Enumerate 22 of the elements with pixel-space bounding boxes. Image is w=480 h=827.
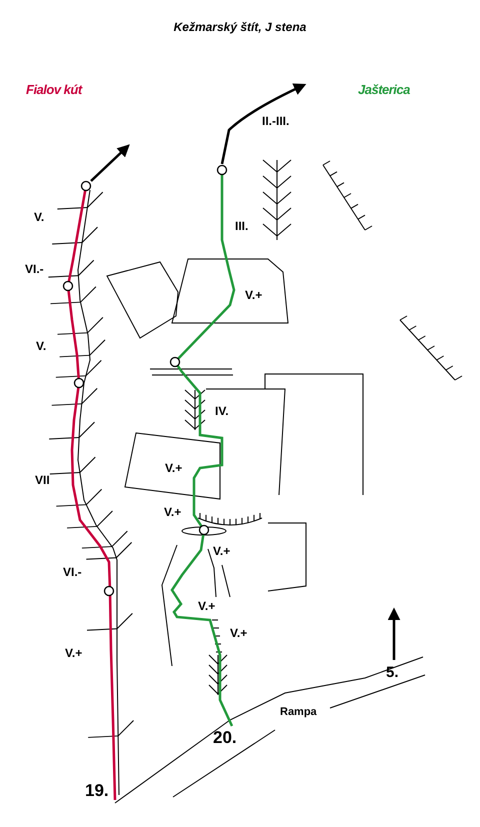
grade-label: V. xyxy=(36,339,46,353)
grade-label: V.+ xyxy=(245,288,262,302)
route-name: Jašterica xyxy=(358,82,410,97)
grade-label: 5. xyxy=(386,664,399,681)
grade-label: V.+ xyxy=(198,599,216,613)
grade-label: II.-III. xyxy=(262,114,290,128)
grade-label: III. xyxy=(235,219,248,233)
grade-label: V.+ xyxy=(164,505,182,519)
grade-label: V.+ xyxy=(65,646,82,660)
grade-label: V.+ xyxy=(213,544,230,558)
grade-label: V.+ xyxy=(165,461,182,475)
grade-label: IV. xyxy=(215,404,229,418)
title: Kežmarský štít, J stena xyxy=(172,20,308,34)
grade-label: V.+ xyxy=(230,626,248,640)
grade-label: VI.- xyxy=(25,262,44,276)
grade-label: 19. xyxy=(85,781,109,801)
grade-label: Rampa xyxy=(280,706,317,718)
grade-label: VI.- xyxy=(63,565,82,579)
grade-label: 20. xyxy=(213,728,237,748)
grade-label: VII xyxy=(35,473,50,487)
route-name: Fialov kút xyxy=(26,82,82,97)
grade-label: V. xyxy=(34,210,44,224)
